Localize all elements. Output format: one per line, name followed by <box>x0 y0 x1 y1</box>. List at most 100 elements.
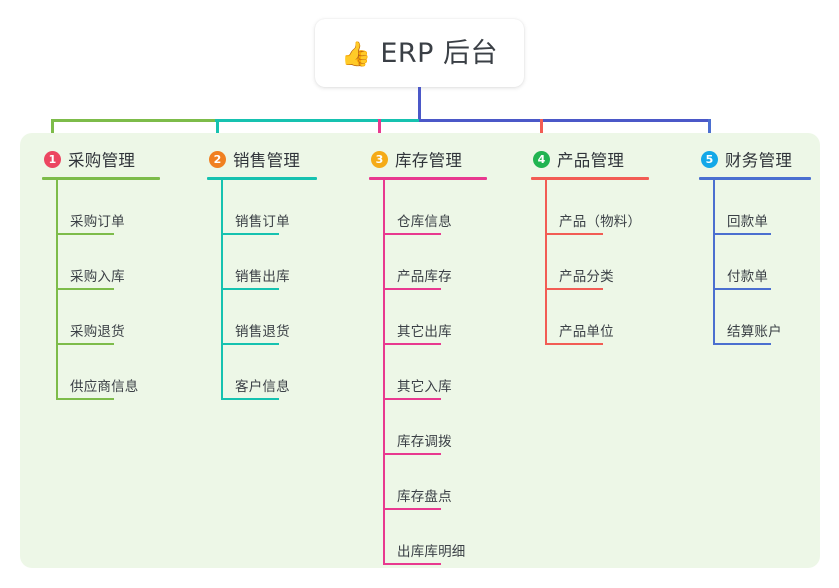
branch-item-label: 库存调拨 <box>397 434 452 450</box>
branch-item-label: 采购退货 <box>70 324 125 340</box>
branch-item-label: 仓库信息 <box>397 214 452 230</box>
branch-item-underline <box>221 343 279 345</box>
branch-item-label: 回款单 <box>727 214 769 230</box>
branch-item-underline <box>56 398 114 400</box>
branch-item-label: 产品单位 <box>559 324 614 340</box>
branch-badge-2: 2 <box>209 150 226 168</box>
branch-header-5[interactable]: 5 财务管理 <box>699 146 811 172</box>
branch-item-underline <box>383 398 441 400</box>
branch-title-3: 库存管理 <box>395 151 463 170</box>
branch-item[interactable]: 库存调拨 <box>383 400 487 455</box>
branch-header-2[interactable]: 2 销售管理 <box>207 146 317 172</box>
branch-underline-3 <box>369 177 487 180</box>
connector-rail-segment-2 <box>215 119 419 122</box>
branch-item-list-3: 仓库信息产品库存其它出库其它入库库存调拨库存盘点出库库明细 <box>383 180 487 565</box>
branch-spine-3 <box>383 180 385 565</box>
branch-item[interactable]: 产品（物料） <box>545 180 649 235</box>
branch-item[interactable]: 出库库明细 <box>383 510 487 565</box>
branch-item-underline <box>383 288 441 290</box>
branch-item[interactable]: 付款单 <box>713 235 811 290</box>
connector-rail-segment-1 <box>51 119 215 122</box>
branch-item-label: 产品分类 <box>559 269 614 285</box>
root-title-text: ERP 后台 <box>380 37 499 69</box>
branch-title-4: 产品管理 <box>557 151 625 170</box>
branch-title-1: 采购管理 <box>68 151 136 170</box>
branch-item-label: 库存盘点 <box>397 489 452 505</box>
branch-column-2: 2 销售管理销售订单销售出库销售退货客户信息 <box>207 146 317 400</box>
branch-item[interactable]: 库存盘点 <box>383 455 487 510</box>
branch-item-underline <box>545 343 603 345</box>
branch-header-3[interactable]: 3 库存管理 <box>369 146 487 172</box>
branch-underline-1 <box>42 177 160 180</box>
branch-item-underline <box>713 233 771 235</box>
branch-item[interactable]: 采购退货 <box>56 290 160 345</box>
branch-item-label: 采购订单 <box>70 214 125 230</box>
branch-item-list-4: 产品（物料） 产品分类产品单位 <box>545 180 649 345</box>
branch-badge-1: 1 <box>44 150 61 168</box>
connector-trunk <box>418 87 421 122</box>
branches-panel: 1 采购管理采购订单采购入库采购退货供应商信息 2 销售管理销售订单销售出库销售退货客… <box>20 133 820 568</box>
branch-item-underline <box>56 233 114 235</box>
branch-spine-4 <box>545 180 547 345</box>
branch-item-label: 销售退货 <box>235 324 290 340</box>
branch-item[interactable]: 其它入库 <box>383 345 487 400</box>
branch-item[interactable]: 采购订单 <box>56 180 160 235</box>
branch-spine-1 <box>56 180 58 400</box>
branch-item-label: 付款单 <box>727 269 769 285</box>
branch-item-label: 供应商信息 <box>70 379 139 395</box>
root-node-title: 👍 ERP 后台 <box>341 40 498 67</box>
branch-item[interactable]: 销售订单 <box>221 180 317 235</box>
branch-item[interactable]: 客户信息 <box>221 345 317 400</box>
branch-underline-5 <box>699 177 811 180</box>
branch-item-list-2: 销售订单销售出库销售退货客户信息 <box>221 180 317 400</box>
branch-item-list-5: 回款单付款单结算账户 <box>713 180 811 345</box>
branch-badge-3: 3 <box>371 150 388 168</box>
branch-item[interactable]: 产品单位 <box>545 290 649 345</box>
branch-item-underline <box>221 233 279 235</box>
branch-item-underline <box>56 343 114 345</box>
branch-item-underline <box>383 453 441 455</box>
branch-title-2: 销售管理 <box>233 151 301 170</box>
branch-item[interactable]: 销售退货 <box>221 290 317 345</box>
branch-column-3: 3 库存管理仓库信息产品库存其它出库其它入库库存调拨库存盘点出库库明细 <box>369 146 487 565</box>
branch-item-underline <box>545 233 603 235</box>
branch-item[interactable]: 采购入库 <box>56 235 160 290</box>
branch-item-underline <box>383 233 441 235</box>
branch-underline-2 <box>207 177 317 180</box>
branch-item[interactable]: 供应商信息 <box>56 345 160 400</box>
branch-spine-2 <box>221 180 223 400</box>
branch-item-underline <box>221 398 279 400</box>
branch-item[interactable]: 结算账户 <box>713 290 811 345</box>
branch-item[interactable]: 销售出库 <box>221 235 317 290</box>
root-node-card[interactable]: 👍 ERP 后台 <box>315 19 524 87</box>
branch-item-label: 其它入库 <box>397 379 452 395</box>
branch-item-label: 产品（物料） <box>559 214 642 230</box>
branch-item-label: 客户信息 <box>235 379 290 395</box>
branch-title-5: 财务管理 <box>725 151 793 170</box>
branch-item-label: 采购入库 <box>70 269 125 285</box>
branch-item-underline <box>383 563 441 565</box>
branch-item-underline <box>221 288 279 290</box>
branch-item[interactable]: 其它出库 <box>383 290 487 345</box>
branch-item-label: 产品库存 <box>397 269 452 285</box>
branch-column-1: 1 采购管理采购订单采购入库采购退货供应商信息 <box>42 146 160 400</box>
branch-spine-5 <box>713 180 715 345</box>
connector-rail-segment-3 <box>419 119 711 122</box>
branch-item-underline <box>383 508 441 510</box>
branch-item-list-1: 采购订单采购入库采购退货供应商信息 <box>56 180 160 400</box>
branch-item[interactable]: 回款单 <box>713 180 811 235</box>
branch-item[interactable]: 产品库存 <box>383 235 487 290</box>
branch-item[interactable]: 仓库信息 <box>383 180 487 235</box>
branch-item-label: 出库库明细 <box>397 544 466 560</box>
branch-header-1[interactable]: 1 采购管理 <box>42 146 160 172</box>
branch-item[interactable]: 产品分类 <box>545 235 649 290</box>
branch-item-label: 销售出库 <box>235 269 290 285</box>
branch-badge-5: 5 <box>701 150 718 168</box>
branch-item-underline <box>56 288 114 290</box>
branch-item-label: 结算账户 <box>727 324 782 340</box>
branch-item-underline <box>383 343 441 345</box>
branch-item-label: 销售订单 <box>235 214 290 230</box>
thumbs-up-icon: 👍 <box>340 39 372 68</box>
